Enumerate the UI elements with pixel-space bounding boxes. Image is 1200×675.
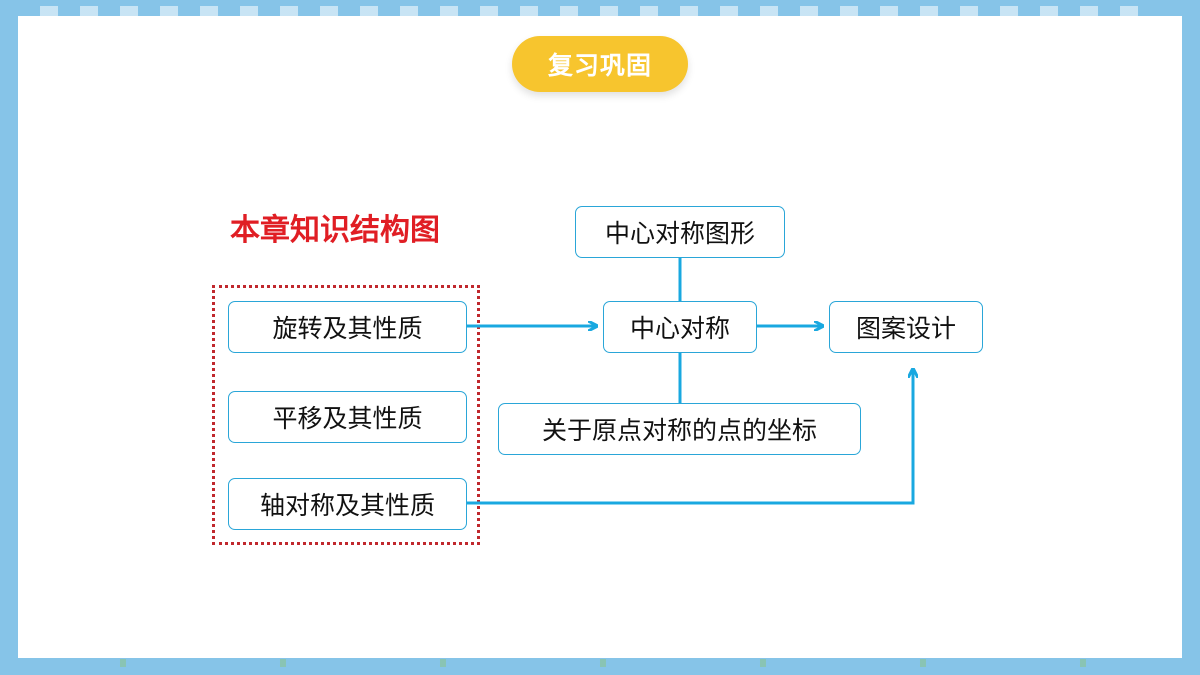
transformations-group-box [212, 285, 480, 545]
frame-bottom-decoration [120, 659, 1180, 667]
node-rotation: 旋转及其性质 [228, 301, 467, 353]
node-central-symmetric-figure: 中心对称图形 [575, 206, 785, 258]
diagram-title: 本章知识结构图 [230, 213, 440, 248]
frame-top-decoration [40, 6, 1160, 16]
arrow-axial-to-pattern [467, 370, 913, 505]
node-pattern-design: 图案设计 [829, 301, 983, 353]
node-translation: 平移及其性质 [228, 391, 467, 443]
section-badge: 复习巩固 [512, 36, 688, 92]
node-origin-symmetric-coordinates: 关于原点对称的点的坐标 [498, 403, 861, 455]
node-central-symmetry: 中心对称 [603, 301, 757, 353]
node-axial-symmetry: 轴对称及其性质 [228, 478, 467, 530]
